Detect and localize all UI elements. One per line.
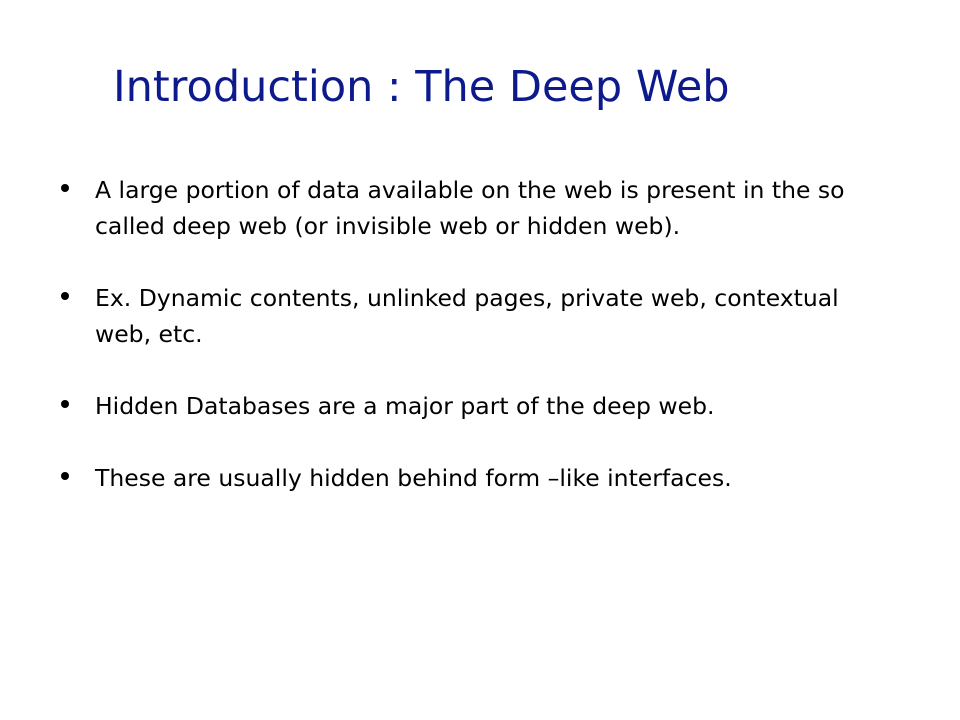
bullet-item: Hidden Databases are a major part of the… [60,388,870,424]
bullet-icon [61,472,69,480]
bullet-list: A large portion of data available on the… [60,172,870,496]
bullet-text: These are usually hidden behind form –li… [95,464,732,492]
bullet-icon [61,400,69,408]
bullet-icon [61,184,69,192]
bullet-item: A large portion of data available on the… [60,172,870,244]
bullet-text: A large portion of data available on the… [95,176,845,240]
bullet-icon [61,292,69,300]
bullet-item: These are usually hidden behind form –li… [60,460,870,496]
bullet-text: Ex. Dynamic contents, unlinked pages, pr… [95,284,839,348]
bullet-item: Ex. Dynamic contents, unlinked pages, pr… [60,280,870,352]
bullet-text: Hidden Databases are a major part of the… [95,392,715,420]
slide-title: Introduction : The Deep Web [113,62,730,112]
